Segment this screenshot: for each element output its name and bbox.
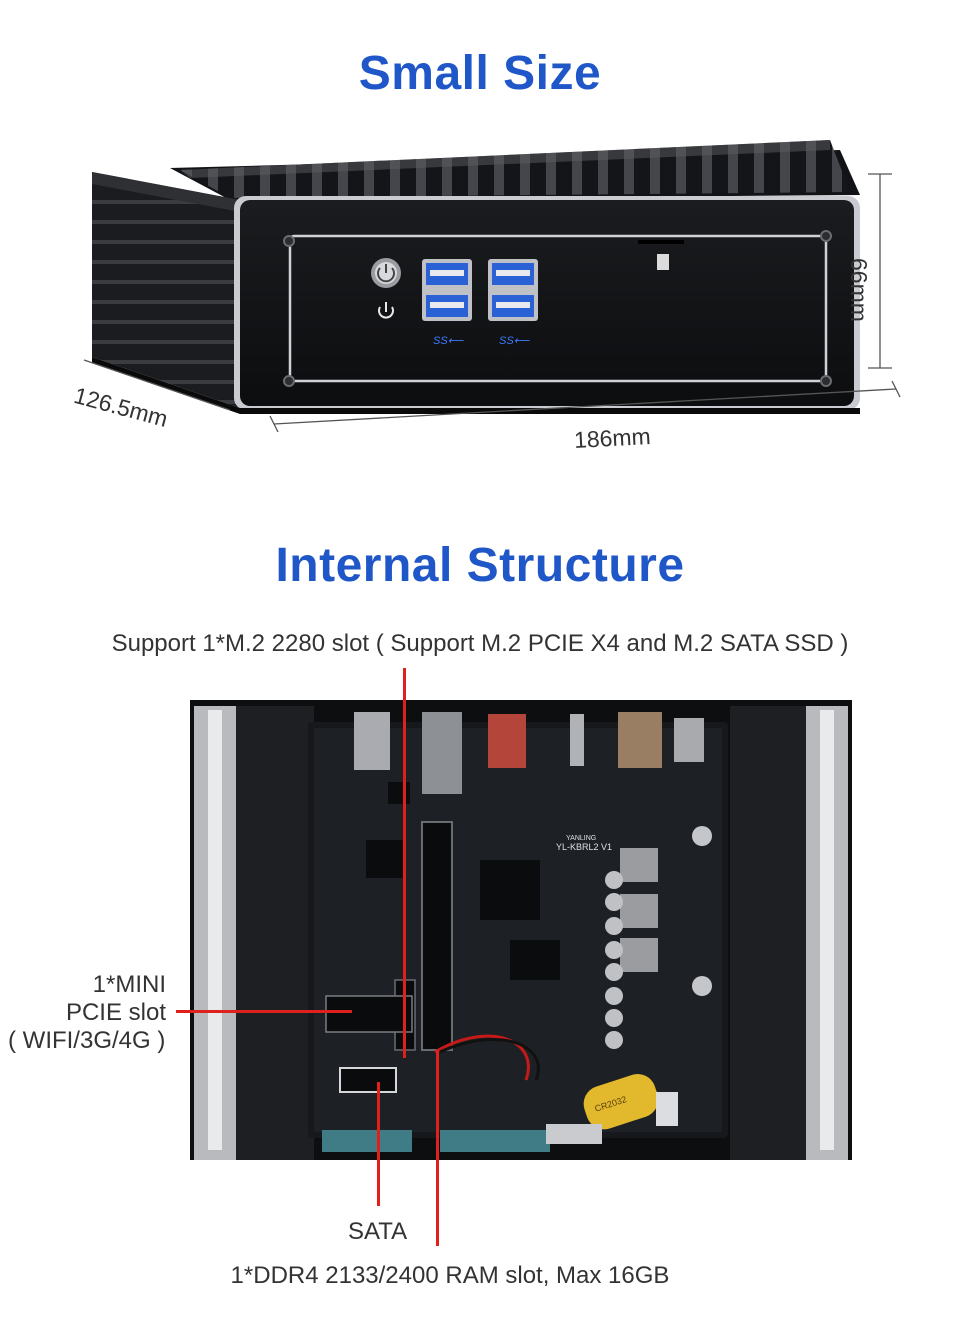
usb-port-group-2 xyxy=(488,259,538,321)
m2-callout-line xyxy=(403,668,406,1058)
top-heatsink-fins xyxy=(170,140,860,200)
usb-logo-2: SS⟵ xyxy=(499,335,531,347)
mini-pcie-callout-3: ( WIFI/3G/4G ) xyxy=(8,1027,166,1054)
rear-io-ports xyxy=(354,712,704,794)
board-components xyxy=(366,782,560,980)
sim-slot xyxy=(638,240,684,244)
m2-slot-callout: Support 1*M.2 2280 slot ( Support M.2 PC… xyxy=(111,630,849,657)
height-dimension: 66mm xyxy=(846,258,872,322)
width-dimension: 186mm xyxy=(573,423,652,453)
mini-pcie-callout-1: 1*MINI xyxy=(92,971,166,998)
power-icon xyxy=(378,302,394,319)
mini-pc-front-view: SS⟵ SS⟵ xyxy=(83,140,901,433)
small-size-title: Small Size xyxy=(358,47,602,100)
sata-callout: SATA xyxy=(348,1218,408,1245)
mini-pcie-slot xyxy=(325,995,413,1033)
board-brand: YANLING xyxy=(566,835,596,842)
sata-port xyxy=(339,1067,397,1093)
ddr4-slot xyxy=(421,821,453,1051)
sata-callout-line xyxy=(377,1082,380,1206)
board-model: YL-KBRL2 V1 xyxy=(556,842,612,852)
side-heatsink-fins xyxy=(92,172,240,408)
front-screws xyxy=(283,230,832,387)
power-components xyxy=(605,826,712,1049)
power-button xyxy=(371,258,401,288)
ram-callout-line xyxy=(436,1050,439,1246)
usb-logo-1: SS⟵ xyxy=(433,335,465,347)
cmos-battery: CR2032 xyxy=(583,1074,659,1130)
internal-structure-title: Internal Structure xyxy=(275,539,685,592)
usb-port-group-1 xyxy=(422,259,472,321)
dimension-lines xyxy=(83,173,901,433)
mini-pcie-callout-line xyxy=(176,1010,352,1013)
sim-icon xyxy=(657,254,669,270)
mini-pcie-callout-2: PCIE slot xyxy=(65,999,166,1026)
motherboard-photo: CR2032 YL-KBRL2 V1 YANLING xyxy=(190,700,852,1160)
ram-callout: 1*DDR4 2133/2400 RAM slot, Max 16GB xyxy=(230,1262,670,1289)
